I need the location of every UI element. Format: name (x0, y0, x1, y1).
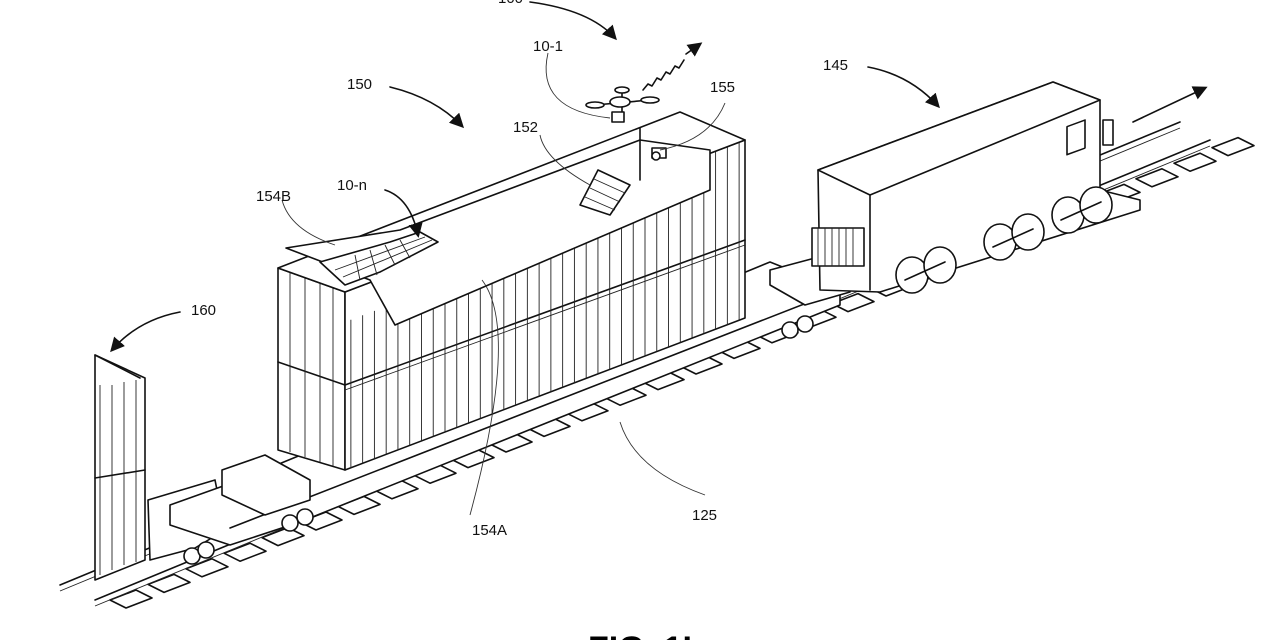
label-100: 100 (498, 0, 523, 7)
direction-arrow (1132, 86, 1208, 123)
leader-154b (281, 199, 336, 246)
railroad-tie (1173, 152, 1217, 172)
camera-sensor (651, 147, 667, 161)
leader-10-1 (545, 52, 611, 119)
railroad-tie (1211, 136, 1255, 157)
wireless-signal (642, 59, 685, 91)
label-125: 125 (692, 507, 717, 524)
label-150: 150 (347, 76, 372, 93)
railroad-tie (1135, 168, 1179, 188)
aerial-vehicle (585, 42, 703, 123)
railroad-tie (223, 542, 267, 563)
leader-10-n (384, 189, 423, 238)
label-10-n: 10-n (337, 177, 367, 194)
figure-caption: FIG. 1I (588, 630, 692, 640)
railroad-tie (147, 573, 191, 594)
railroad-tie (261, 526, 305, 547)
locomotive (811, 81, 1208, 294)
package (611, 111, 625, 123)
label-145: 145 (823, 57, 848, 74)
leader-150 (389, 86, 464, 129)
leader-125 (619, 421, 706, 496)
label-160: 160 (191, 302, 216, 319)
label-154a: 154A (472, 522, 507, 539)
locomotive-wheels (895, 186, 1113, 294)
locomotive-roof (817, 81, 1101, 196)
label-154b: 154B (256, 188, 291, 205)
drone-storage-grid (319, 231, 439, 286)
container-end-face (277, 267, 346, 471)
label-155: 155 (710, 79, 735, 96)
leader-154a (469, 279, 499, 516)
railroad-tie (831, 292, 875, 313)
leader-152 (539, 134, 591, 186)
leader-155 (659, 102, 726, 151)
container-railcar (277, 111, 746, 471)
radiator-grill (811, 227, 865, 267)
railroad-tie (109, 589, 153, 609)
railroad-tie (185, 557, 229, 578)
label-10-1: 10-1 (533, 38, 563, 55)
leader-160 (110, 311, 181, 353)
leader-100 (529, 1, 617, 41)
ramp (579, 169, 631, 216)
label-152: 152 (513, 119, 538, 136)
adjacent-railcar (94, 354, 226, 581)
leader-145 (867, 66, 940, 109)
